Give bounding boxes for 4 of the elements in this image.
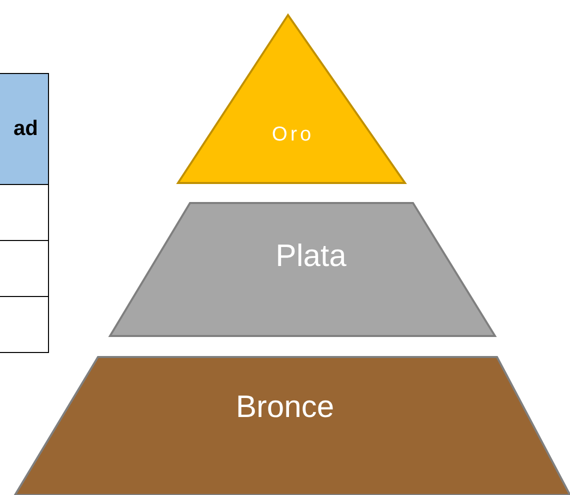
tier-label: Plata: [276, 238, 346, 274]
column-header: ad: [0, 74, 48, 184]
tier-label: Oro: [272, 124, 314, 146]
tier-label: Bronce: [236, 389, 334, 425]
